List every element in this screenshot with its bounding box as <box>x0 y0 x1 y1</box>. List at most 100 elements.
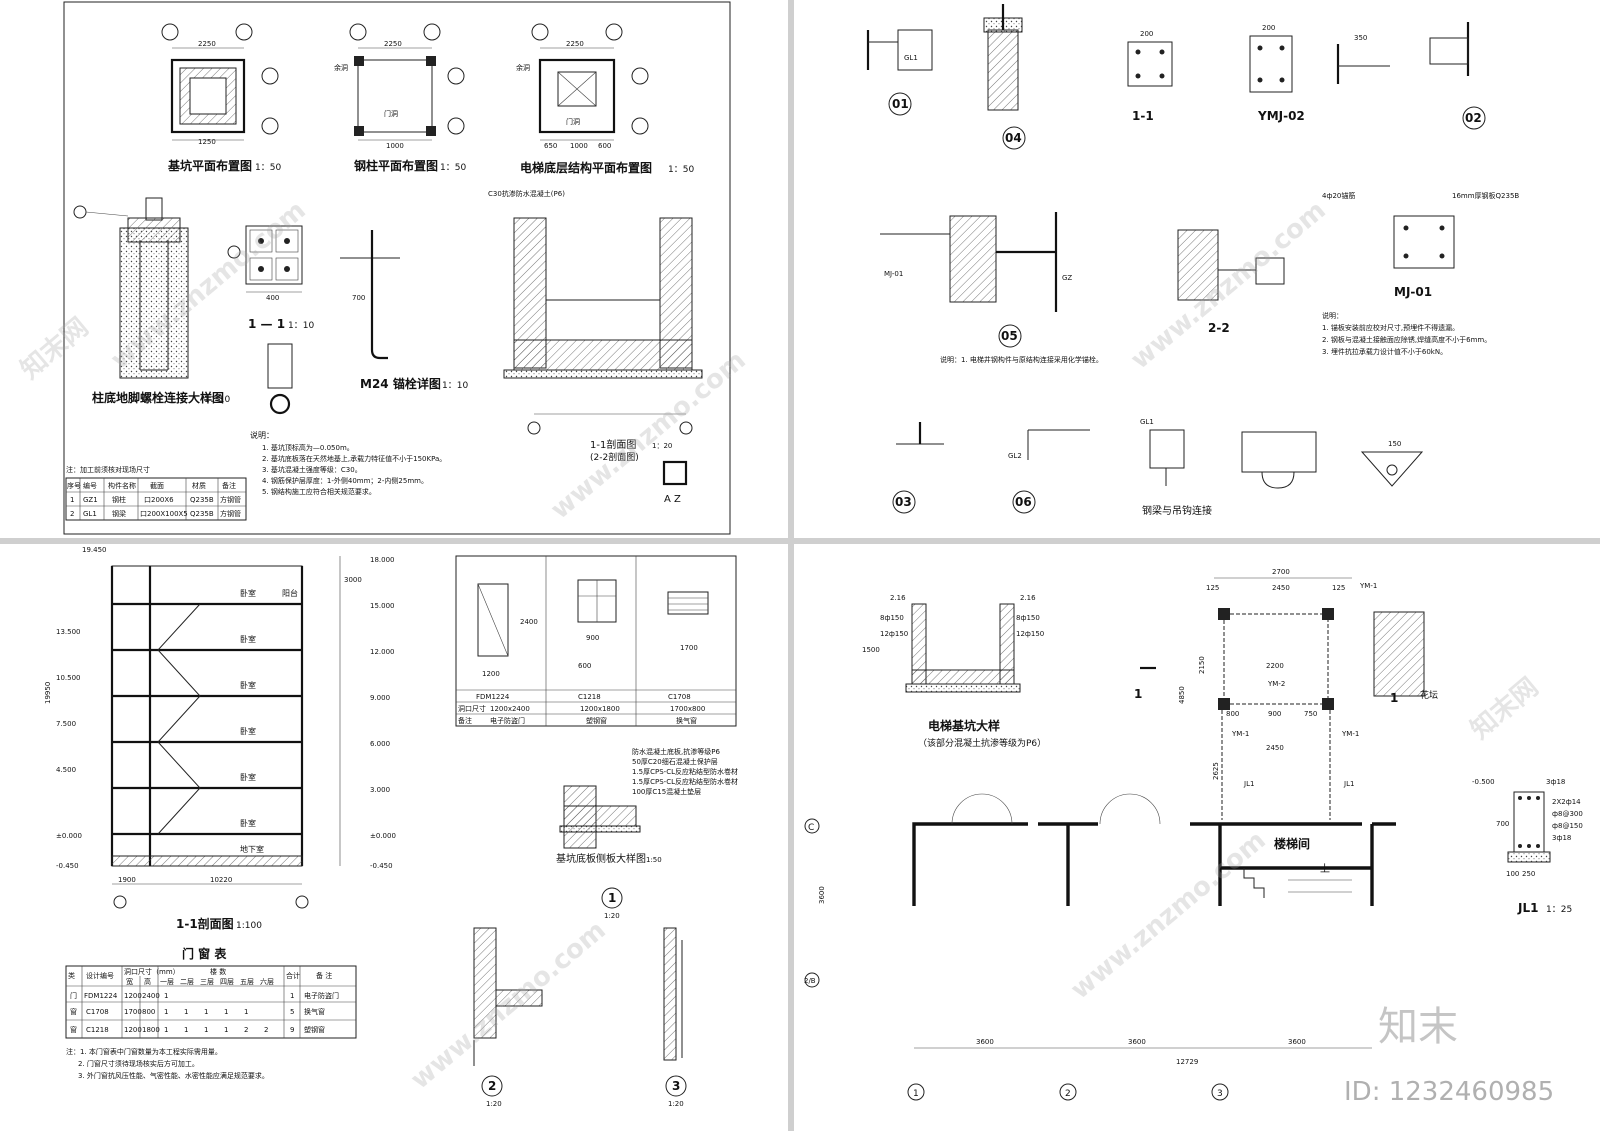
beam-hook-detail: GL1 钢梁与吊钩连接 150 <box>1140 418 1424 517</box>
elev-dim-2250: 2250 <box>566 40 584 48</box>
plan-dim-3600-c: 3600 <box>1288 1038 1306 1046</box>
elev-dim-650: 650 <box>544 142 557 150</box>
elev-l-1: 13.500 <box>56 628 81 636</box>
tl-note-5: 5. 钢结构施工应符合相关规范要求。 <box>262 487 376 496</box>
balcony-label: 阳台 <box>282 588 298 598</box>
watermark-site-5: www.znzmo.com <box>1065 825 1271 1005</box>
plan-dim-3600-b: 3600 <box>1128 1038 1146 1046</box>
section-mark-1b: 1 <box>1390 691 1398 705</box>
w-dim-1200a: 1200 <box>482 670 500 678</box>
mt-h4: 材质 <box>192 481 206 490</box>
ground-floor-plan: 楼梯间 上 C 2/B 3600 3600 3600 3600 12729 1 … <box>804 793 1396 1101</box>
shaft-dim-2150: 2150 <box>1198 656 1206 674</box>
pit-concrete-note: C30抗渗防水混凝土(P6) <box>488 189 565 198</box>
plan-dim-12729: 12729 <box>1176 1058 1198 1066</box>
detail-06-label: 06 <box>1015 495 1032 509</box>
wp-layer-4: 1.5厚CPS-CL反应粘结型防水卷材 <box>632 777 738 786</box>
mj01-note-2: 2. 钢板与混凝土接触面应除锈,焊缝高度不小于6mm。 <box>1322 335 1491 344</box>
column-dim-1000: 1000 <box>386 142 404 150</box>
dw-r0c2: 1200 <box>124 992 142 1000</box>
jl1-bar-1: 3ф18 <box>1546 778 1565 786</box>
anchor-bolt-title: 柱底地脚螺栓连接大样图 <box>92 390 224 405</box>
mj01-note-3: 3. 埋件抗拉承载力设计值不小于60kN。 <box>1322 347 1447 356</box>
mj01-note-1: 1. 锚板安装前应校对尺寸,预埋件不得遗漏。 <box>1322 323 1459 332</box>
w-dim-600: 600 <box>578 662 591 670</box>
elevator-pit-detail: 2.16 2.16 8ф150 12ф150 8ф150 12ф150 1500… <box>862 594 1046 749</box>
pit-section: C30抗渗防水混凝土(P6) 1-1剖面图 1：20 (2-2剖面图) A Z <box>488 189 703 505</box>
w-code-1: FDM1224 <box>476 693 510 701</box>
dim-1900: 1900 <box>118 876 136 884</box>
epit-216-a: 2.16 <box>890 594 906 602</box>
detail-1-1-label: 1-1 <box>1132 109 1154 123</box>
stair-room-label: 楼梯间 <box>1274 836 1310 851</box>
dw-r2c10: 9 <box>290 1026 294 1034</box>
elev-r-1: 15.000 <box>370 602 395 610</box>
base-plate-section: 400 1 — 1 1：10 <box>227 225 314 415</box>
detail-ymj02-dim-200: 200 <box>1262 24 1275 32</box>
column-yudong-label: 余洞 <box>334 63 348 72</box>
mt-r1c4: Q235B <box>190 510 214 518</box>
mt-h3: 截面 <box>150 481 164 490</box>
jl1-bar-3: ф8@300 <box>1552 810 1583 818</box>
mt-h2: 构件名称 <box>108 481 136 490</box>
beam-hook-title: 钢梁与吊钩连接 <box>1142 504 1212 517</box>
axis-2b: 2/B <box>804 977 816 985</box>
dw-sh5: 四层 <box>220 978 234 986</box>
detail-2-scale: 1:20 <box>486 1100 502 1108</box>
detail-03: 03 <box>892 422 944 514</box>
mt-r0c4: Q235B <box>190 496 214 504</box>
dw-r0c1: FDM1224 <box>84 992 118 1000</box>
dw-r0c3: 2400 <box>142 992 160 1000</box>
dw-r2c8: 2 <box>244 1026 248 1034</box>
elev-dim-1000: 1000 <box>570 142 588 150</box>
elev-yudong-label: 余洞 <box>516 63 530 72</box>
mj01-notes-title: 说明： <box>1322 311 1343 320</box>
column-door-label: 门洞 <box>384 109 398 118</box>
dw-r1c8: 1 <box>244 1008 248 1016</box>
anchor-bolt-scale: 1：10 <box>204 395 230 405</box>
watermark-site-4: www.znzmo.com <box>405 915 611 1095</box>
dw-r0c10: 1 <box>290 992 294 1000</box>
room-label-1: 卧室 <box>240 588 256 598</box>
elevator-plan-scale: 1：50 <box>668 165 694 175</box>
w-row-size: 洞口尺寸 <box>458 704 486 713</box>
dw-r2c6: 1 <box>204 1026 208 1034</box>
axis-2: 2 <box>1065 1089 1071 1099</box>
watermark-cn-2: 知末网 <box>1465 672 1544 745</box>
dw-note-2: 2. 门窗尺寸须待现场核实后方可加工。 <box>78 1059 199 1068</box>
plan-dim-3600-v: 3600 <box>818 886 826 904</box>
shaft-dim-2200: 2200 <box>1266 662 1284 670</box>
shaft-dim-800: 800 <box>1226 710 1239 718</box>
dw-r2c5: 1 <box>184 1026 188 1034</box>
pit-section-scale: 1：20 <box>652 442 672 450</box>
tl-note-3: 3. 基坑混凝土强度等级：C30。 <box>262 465 362 474</box>
tl-note-4: 4. 钢筋保护层厚度：1-外侧40mm；2-内侧25mm。 <box>262 476 428 485</box>
detail-1-number: 1 <box>608 891 616 905</box>
dw-sh4: 三层 <box>200 978 214 986</box>
detail-02: 02 <box>1429 22 1486 130</box>
flower-bed-label: 花坛 <box>1420 689 1438 701</box>
tl-notes: 说明： 1. 基坑顶标高为—0.050m。 2. 基坑底板落在天然地基上,承载力… <box>250 430 446 496</box>
building-section-title: 1-1剖面图 <box>176 916 234 931</box>
mt-r0c0: 1 <box>70 496 74 504</box>
elev-r-5: 3.000 <box>370 786 390 794</box>
dim-19950: 19950 <box>44 682 52 704</box>
shaft-dim-900: 900 <box>1268 710 1281 718</box>
dw-h3: 楼 数 <box>210 967 226 976</box>
elevator-pit-note: （该部分混凝土抗渗等级为P6） <box>918 737 1046 749</box>
shaft-jl1-a: JL1 <box>1243 780 1254 788</box>
dim-3000-right: 3000 <box>344 576 362 584</box>
pit-plan-title: 基坑平面布置图 <box>167 158 252 173</box>
elev-l-6: -0.450 <box>56 862 79 870</box>
dw-r2c7: 1 <box>224 1026 228 1034</box>
elevator-pit-title: 电梯基坑大样 <box>928 718 1000 733</box>
room-label-basement: 地下室 <box>240 844 264 854</box>
dw-r0c0: 门 <box>70 991 77 1000</box>
beam-hook-dim-150: 150 <box>1388 440 1401 448</box>
pit-waterproof-detail: 防水混凝土底板,抗渗等级P6 50厚C20细石混凝土保护层 1.5厚CPS-CL… <box>556 747 738 920</box>
mt-h0: 序号 <box>67 481 81 490</box>
shaft-dim-2625: 2625 <box>1212 762 1220 780</box>
az-label: A Z <box>664 494 681 505</box>
wp-scale: 1:50 <box>646 856 662 864</box>
